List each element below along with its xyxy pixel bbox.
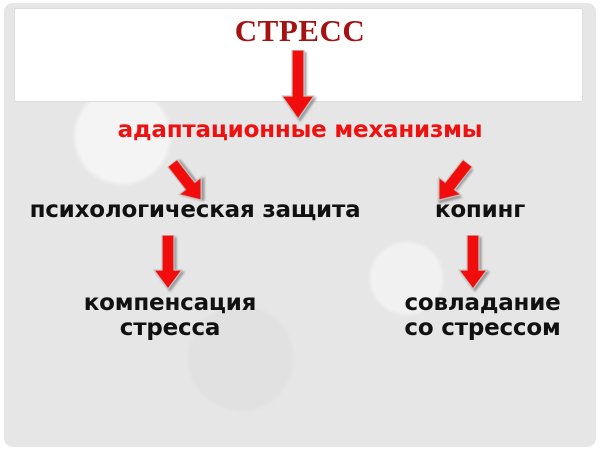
compensation-label-line1: компенсация <box>83 290 257 316</box>
coping-result-label-line2: со стрессом <box>404 314 561 341</box>
arrow-adaptive-to-coping-icon <box>426 154 479 210</box>
coping-label: копинг <box>434 197 526 223</box>
arrow-stress-to-adaptive-icon <box>281 50 315 120</box>
coping-result-label: совладание со стрессом <box>370 291 595 341</box>
adaptive-mechanisms-label: адаптационные механизмы <box>117 117 483 143</box>
arrow-adaptive-to-defense-icon <box>160 154 213 210</box>
coping-result-label-line1: совладание <box>404 290 561 316</box>
compensation-label-line2: стресса <box>119 314 221 341</box>
compensation-label: компенсация стресса <box>45 291 295 341</box>
arrow-coping-to-result-icon <box>458 235 488 290</box>
psychological-defense-label: психологическая защита <box>29 197 361 223</box>
arrow-defense-to-compensation-icon <box>153 235 183 290</box>
diagram-title: СТРЕСС <box>234 13 366 48</box>
